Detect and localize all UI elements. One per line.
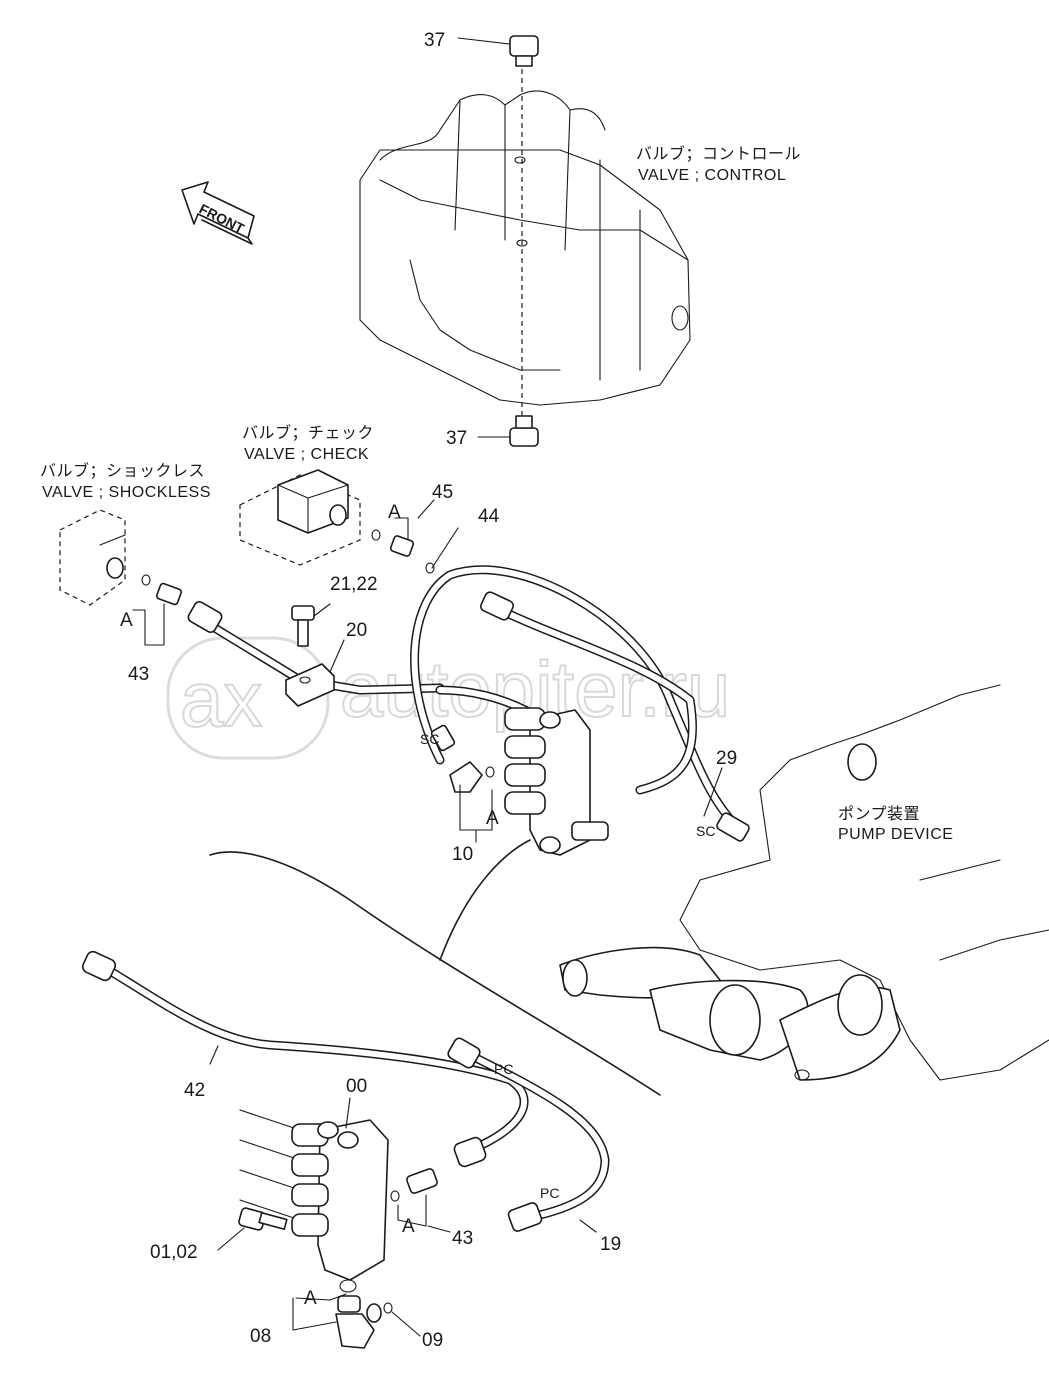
pump-device-label-jp: ポンプ装置: [838, 805, 920, 823]
marker-a-10: A: [486, 808, 499, 829]
pipe-42: [81, 950, 529, 1168]
plug-37-top: [509, 35, 539, 67]
control-valve-drawing: [359, 60, 691, 430]
control-valve-label-en: VALVE ; CONTROL: [638, 167, 786, 184]
marker-pc-top: PC: [494, 1061, 513, 1077]
callout-09: 09: [422, 1330, 443, 1351]
callout-43-bottom: 43: [452, 1228, 473, 1249]
bolt-21-22: [291, 605, 315, 647]
marker-a-43: A: [402, 1216, 415, 1237]
pump-device-label-en: PUMP DEVICE: [838, 826, 953, 843]
marker-a-shockless: A: [120, 610, 133, 631]
front-arrow-icon: FRONT: [181, 181, 255, 245]
shockless-valve-label-jp: バルブ；ショックレス: [40, 461, 205, 480]
marker-a-08: A: [304, 1288, 317, 1309]
check-valve-drawing: [239, 469, 361, 566]
check-valve-label-en: VALVE ; CHECK: [244, 446, 369, 463]
fitting-43-left: [141, 574, 183, 606]
plug-37-bottom: [509, 415, 539, 447]
shockless-valve-label-en: VALVE ; SHOCKLESS: [42, 484, 211, 501]
callout-42: 42: [184, 1080, 205, 1101]
elbow-10: [449, 761, 495, 793]
marker-sc-right: SC: [696, 823, 715, 839]
callout-21-22: 21,22: [330, 574, 378, 595]
bolt-01-02: [238, 1207, 288, 1231]
solenoid-valve-lower: [239, 1109, 438, 1281]
check-valve-label-jp: バルブ；チェック: [242, 423, 374, 442]
callout-37-bottom: 37: [446, 428, 467, 449]
callout-37-top: 37: [424, 30, 445, 51]
fitting-45: [371, 529, 435, 574]
pump-device-drawing: [559, 684, 1049, 1081]
marker-pc-bottom: PC: [540, 1185, 559, 1201]
leader-lines: [132, 37, 723, 1337]
shockless-valve-drawing: [59, 509, 126, 606]
callout-29: 29: [716, 748, 737, 769]
callout-45: 45: [432, 482, 453, 503]
marker-sc-left: SC: [420, 731, 439, 747]
callout-43-left: 43: [128, 664, 149, 685]
callout-44: 44: [478, 506, 500, 527]
callout-10: 10: [452, 844, 473, 865]
solenoid-valve-upper: [504, 707, 609, 856]
callout-00: 00: [346, 1076, 367, 1097]
marker-a-check: A: [388, 502, 401, 523]
callout-20: 20: [346, 620, 367, 641]
callout-19: 19: [600, 1234, 621, 1255]
callout-01-02: 01,02: [150, 1242, 198, 1263]
control-valve-label-jp: バルブ；コントロール: [636, 144, 801, 163]
harness-wire: [209, 839, 661, 1096]
clamp-20: [285, 663, 335, 707]
hose-19: [447, 1037, 610, 1232]
watermark-logo: ax: [180, 655, 262, 743]
callout-08: 08: [250, 1326, 271, 1347]
elbow-08: [335, 1279, 393, 1349]
